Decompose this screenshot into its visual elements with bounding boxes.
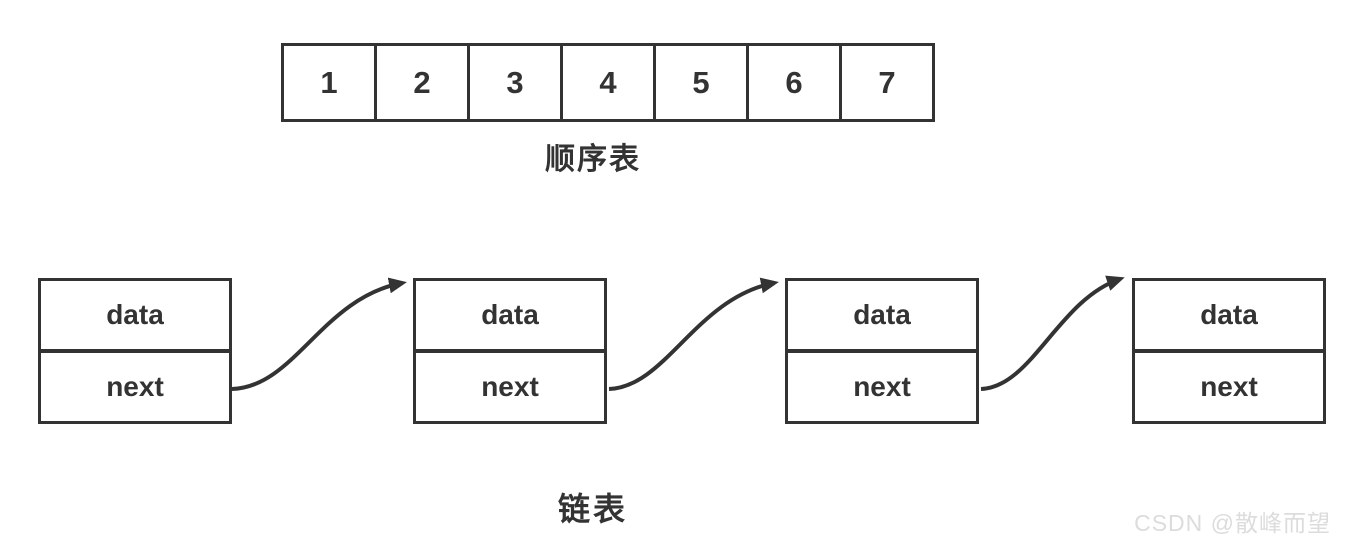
node-data-field: data — [416, 281, 604, 353]
sequential-list-array: 1 2 3 4 5 6 7 — [281, 43, 935, 122]
array-cell: 2 — [374, 43, 470, 122]
array-cell: 5 — [653, 43, 749, 122]
next-pointer-arrow — [980, 275, 1125, 391]
node-data-field: data — [41, 281, 229, 353]
linked-list-node: data next — [413, 278, 607, 424]
array-cell: 1 — [281, 43, 377, 122]
array-cell: 4 — [560, 43, 656, 122]
array-cell: 7 — [839, 43, 935, 122]
array-cell: 6 — [746, 43, 842, 122]
next-pointer-arrow — [608, 277, 779, 391]
linked-list-node: data next — [38, 278, 232, 424]
linked-list-label: 链表 — [557, 491, 628, 527]
node-data-field: data — [1135, 281, 1323, 353]
sequential-list-label: 顺序表 — [545, 143, 641, 176]
linked-list-node: data next — [1132, 278, 1326, 424]
array-cell: 3 — [467, 43, 563, 122]
linked-list-node: data next — [785, 278, 979, 424]
node-next-field: next — [1200, 371, 1258, 402]
node-data-field: data — [788, 281, 976, 353]
watermark: CSDN @散峰而望 — [1134, 510, 1331, 536]
node-next-field: next — [481, 371, 539, 402]
next-pointer-arrow — [231, 277, 407, 391]
node-next-field: next — [853, 371, 911, 402]
node-next-field: next — [106, 371, 164, 402]
